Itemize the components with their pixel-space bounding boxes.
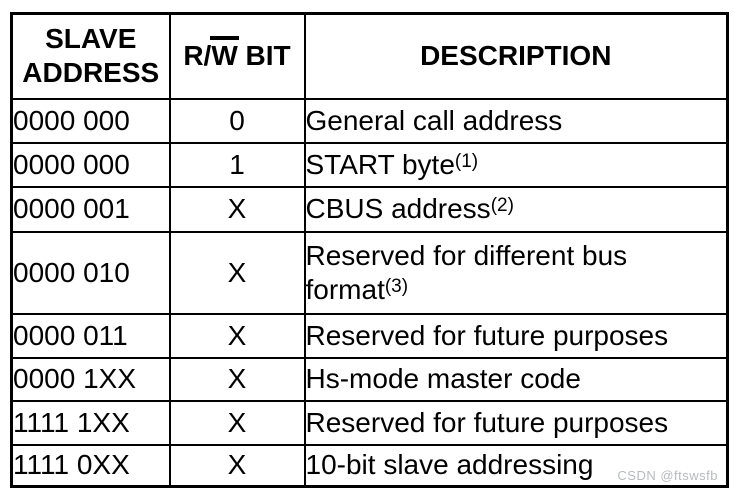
- header-row: SLAVE ADDRESS R/W BIT DESCRIPTION: [10, 12, 729, 100]
- cell-slave-address: 0000 1XX: [10, 356, 171, 402]
- cell-rw-bit: X: [168, 185, 306, 233]
- header-description-label: DESCRIPTION: [420, 40, 612, 72]
- table-row: 0000 011 X Reserved for future purposes: [10, 312, 729, 359]
- cell-slave-address: 0000 000: [10, 97, 171, 144]
- description-text: Reserved for different bus format: [305, 239, 628, 305]
- footnote-marker: (1): [454, 150, 479, 172]
- cell-rw-bit: X: [168, 399, 306, 446]
- rw-post: BIT: [237, 40, 291, 72]
- header-rw-bit: R/W BIT: [168, 12, 306, 100]
- description-text: Reserved for future purposes: [305, 406, 669, 438]
- table-row: 1111 0XX X 10-bit slave addressing: [10, 443, 729, 488]
- description-text: START byte: [305, 148, 455, 180]
- table-row: 0000 000 1 START byte(1): [10, 141, 729, 188]
- cell-rw-bit: X: [168, 443, 306, 488]
- cell-description: Reserved for future purposes: [303, 312, 729, 359]
- cell-description: Reserved for different bus format(3): [303, 230, 729, 315]
- cell-slave-address: 0000 000: [10, 141, 171, 188]
- description-text: Reserved for future purposes: [305, 319, 669, 351]
- cell-rw-bit: X: [168, 312, 306, 359]
- table-row: 0000 1XX X Hs-mode master code: [10, 356, 729, 402]
- slave-address-table: SLAVE ADDRESS R/W BIT DESCRIPTION 0000 0…: [10, 12, 729, 488]
- cell-rw-bit: 1: [168, 141, 306, 188]
- rw-pre: R/: [183, 40, 212, 72]
- description-text: 10-bit slave addressing: [305, 449, 594, 481]
- cell-slave-address: 0000 010: [10, 230, 171, 315]
- cell-description: Reserved for future purposes: [303, 399, 729, 446]
- cell-rw-bit: X: [168, 356, 306, 402]
- cell-description: CBUS address(2): [303, 185, 729, 233]
- footnote-marker: (2): [490, 195, 514, 216]
- description-text: Hs-mode master code: [305, 363, 581, 394]
- cell-slave-address: 0000 001: [10, 185, 171, 233]
- rw-overline-w: W: [210, 36, 240, 72]
- cell-slave-address: 1111 0XX: [10, 443, 171, 488]
- table-row: 0000 010 X Reserved for different bus fo…: [10, 230, 729, 315]
- cell-rw-bit: 0: [168, 97, 306, 144]
- header-slave-address: SLAVE ADDRESS: [10, 12, 171, 100]
- table-row: 0000 001 X CBUS address(2): [10, 185, 729, 233]
- header-description: DESCRIPTION: [303, 12, 729, 100]
- table-row: 0000 000 0 General call address: [10, 97, 729, 144]
- cell-description: Hs-mode master code: [303, 356, 729, 402]
- description-text: General call address: [305, 104, 563, 136]
- description-text: CBUS address: [305, 193, 491, 224]
- cell-rw-bit: X: [168, 230, 306, 315]
- header-slave-address-label: SLAVE ADDRESS: [22, 23, 160, 89]
- footnote-marker: (3): [384, 275, 409, 297]
- table-row: 1111 1XX X Reserved for future purposes: [10, 399, 729, 446]
- cell-description: 10-bit slave addressing: [303, 443, 729, 488]
- cell-slave-address: 0000 011: [10, 312, 171, 359]
- watermark: CSDN @ftswsfb: [617, 468, 718, 483]
- cell-description: General call address: [303, 97, 729, 144]
- cell-slave-address: 1111 1XX: [10, 399, 171, 446]
- cell-description: START byte(1): [303, 141, 729, 188]
